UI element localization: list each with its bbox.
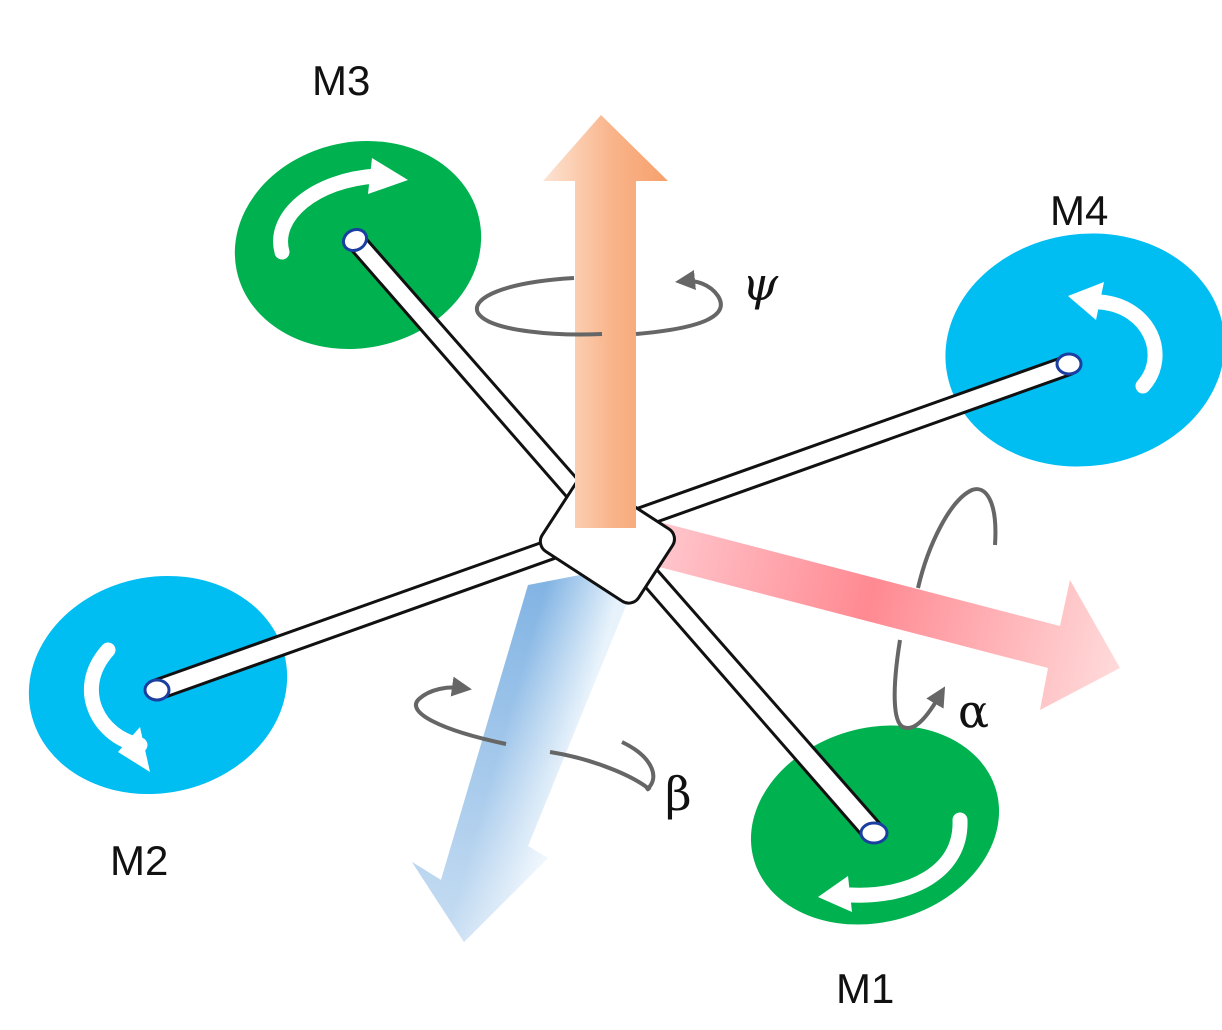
spin-arrow-m3-icon [273,158,408,260]
pivot-m2 [143,678,171,702]
yaw-rotation-ring-icon [474,270,723,337]
roll-axis-arrow [640,520,1120,710]
pivot-m1 [859,821,889,845]
pitch-symbol: β [665,767,692,821]
pitch-axis-arrow [412,575,632,942]
yaw-symbol: ψ [742,257,779,311]
yaw-axis-arrow [543,115,668,528]
roll-rotation-ring-icon [892,487,998,731]
spin-arrow-m4-icon [1068,282,1163,394]
motor-label-m1: M1 [836,965,894,1012]
pivot-m3 [341,227,369,253]
spin-arrow-m2-icon [83,642,150,772]
motor-label-m3: M3 [312,57,370,104]
motor-disc-m4 [945,233,1222,467]
roll-symbol: α [958,684,989,738]
spin-arrow-m1-icon [818,812,968,912]
motor-label-m2: M2 [110,837,168,884]
motor-label-m4: M4 [1050,187,1108,234]
pitch-rotation-ring-icon [414,676,656,792]
pivot-m4 [1055,352,1083,376]
